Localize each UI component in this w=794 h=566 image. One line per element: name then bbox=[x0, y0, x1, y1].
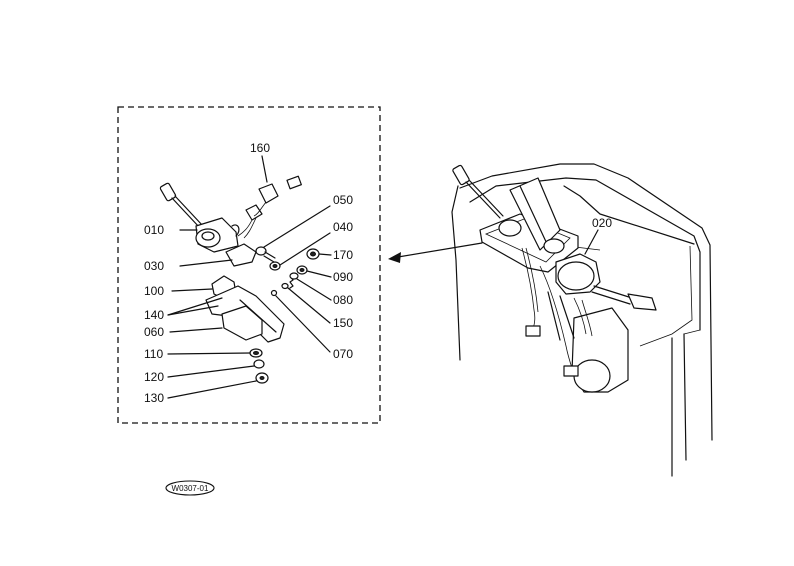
label-060: 060 bbox=[144, 325, 164, 339]
screw-040 bbox=[255, 246, 276, 263]
bracket-060 bbox=[205, 285, 285, 343]
washer-050 bbox=[269, 261, 281, 271]
label-090: 090 bbox=[333, 270, 353, 284]
label-010: 010 bbox=[144, 223, 164, 237]
label-080: 080 bbox=[333, 293, 353, 307]
leader-060 bbox=[169, 327, 223, 333]
leader-040 bbox=[279, 232, 331, 266]
label-020: 020 bbox=[592, 216, 612, 230]
label-110: 110 bbox=[144, 347, 163, 361]
pointer-140 bbox=[167, 297, 223, 316]
lever-switch-010 bbox=[159, 182, 240, 253]
spring-080 bbox=[289, 272, 299, 289]
nut-170 bbox=[306, 248, 320, 260]
leader-080 bbox=[296, 278, 332, 301]
reference-arrow bbox=[388, 242, 483, 263]
figure-code-badge: W0307-01 bbox=[165, 480, 215, 496]
bolt-130 bbox=[167, 372, 269, 399]
steering-assembly bbox=[451, 163, 713, 477]
label-030: 030 bbox=[144, 259, 164, 273]
connectors-160 bbox=[237, 155, 302, 239]
label-140: 140 bbox=[144, 308, 164, 322]
washer-090 bbox=[296, 265, 308, 275]
label-070: 070 bbox=[333, 347, 353, 361]
label-150: 150 bbox=[333, 316, 353, 330]
leader-150 bbox=[287, 287, 331, 324]
leader-170 bbox=[318, 253, 332, 256]
leader-020 bbox=[584, 229, 599, 255]
leader-070 bbox=[275, 295, 331, 353]
label-050: 050 bbox=[333, 193, 353, 207]
label-160: 160 bbox=[250, 141, 270, 155]
label-170: 170 bbox=[333, 248, 353, 262]
detail-box bbox=[117, 106, 381, 424]
label-120: 120 bbox=[144, 370, 164, 384]
leader-050 bbox=[263, 205, 331, 248]
nut-120 bbox=[167, 359, 265, 378]
label-040: 040 bbox=[333, 220, 353, 234]
washer-110 bbox=[167, 348, 263, 358]
ball-070 bbox=[270, 289, 278, 297]
figure-code: W0307-01 bbox=[172, 484, 209, 493]
label-130: 130 bbox=[144, 391, 164, 405]
label-100: 100 bbox=[144, 284, 164, 298]
leader-090 bbox=[306, 270, 332, 278]
pin-150 bbox=[281, 282, 289, 290]
body-030 bbox=[179, 243, 257, 267]
